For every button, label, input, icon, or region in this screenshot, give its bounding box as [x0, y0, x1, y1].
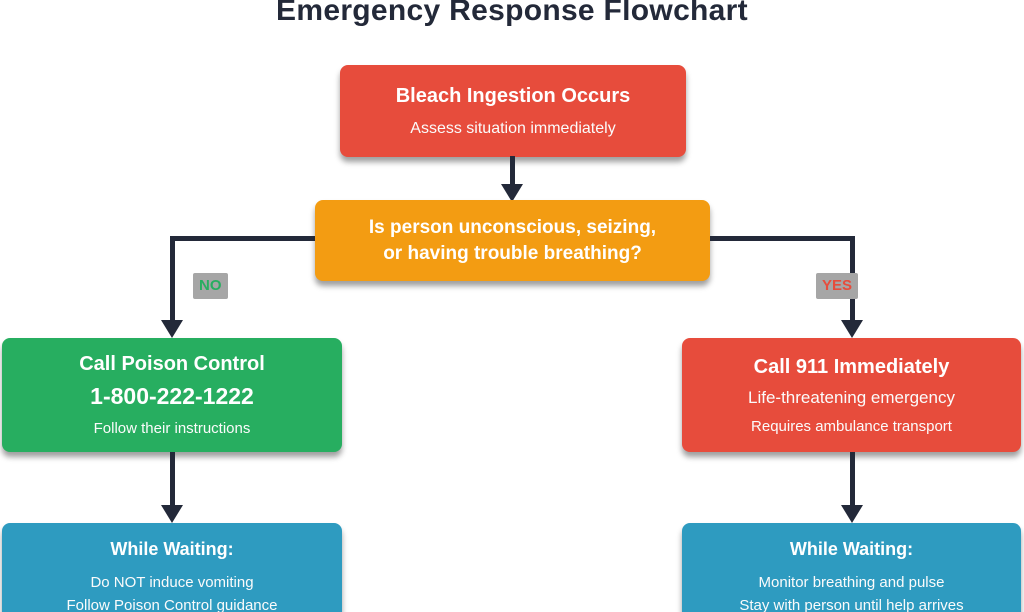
arrow-down-icon: [161, 505, 183, 523]
node-line1: Life-threatening emergency: [748, 387, 955, 407]
decision-line1: Is person unconscious, seizing,: [368, 216, 657, 238]
node-line2: Requires ambulance transport: [751, 417, 952, 435]
node-while-waiting-right: While Waiting: Monitor breathing and pul…: [682, 523, 1021, 612]
node-call-poison-control: Call Poison Control 1-800-222-1222 Follo…: [2, 338, 342, 452]
node-title: Bleach Ingestion Occurs: [395, 84, 631, 107]
arrow-down-icon: [501, 184, 523, 202]
node-bleach-ingestion: Bleach Ingestion Occurs Assess situation…: [340, 65, 686, 157]
decision-line2: or having trouble breathing?: [383, 242, 642, 264]
node-title: Call Poison Control: [79, 353, 265, 375]
node-call-911: Call 911 Immediately Life-threatening em…: [682, 338, 1021, 452]
arrow-start-to-decision-line: [510, 156, 515, 188]
wait-line2: Follow Poison Control guidance: [66, 597, 278, 612]
edge-label-yes: YES: [816, 273, 859, 299]
arrow-911-to-wait-line: [850, 452, 855, 507]
node-subtitle: Assess situation immediately: [410, 119, 616, 137]
arrow-down-icon: [841, 505, 863, 523]
poison-control-phone: 1-800-222-1222: [90, 383, 254, 409]
node-while-waiting-left: While Waiting: Do NOT induce vomiting Fo…: [2, 523, 342, 612]
diagram-title: Emergency Response Flowchart: [276, 0, 748, 27]
edge-label-no: NO: [193, 273, 228, 299]
wait-line1: Monitor breathing and pulse: [758, 574, 945, 591]
wait-line2: Stay with person until help arrives: [739, 597, 964, 612]
node-subtitle: Follow their instructions: [93, 420, 251, 437]
edge-no-vertical: [170, 236, 175, 322]
wait-line1: Do NOT induce vomiting: [90, 574, 254, 591]
node-title: Call 911 Immediately: [753, 355, 950, 378]
arrow-poison-to-wait-line: [170, 452, 175, 507]
edge-no-horizontal: [172, 236, 315, 241]
arrow-down-icon: [161, 320, 183, 338]
node-decision-breathing: Is person unconscious, seizing, or havin…: [315, 200, 710, 281]
edge-yes-horizontal: [710, 236, 852, 241]
wait-title: While Waiting:: [110, 539, 234, 559]
wait-title: While Waiting:: [789, 539, 914, 559]
arrow-down-icon: [841, 320, 863, 338]
